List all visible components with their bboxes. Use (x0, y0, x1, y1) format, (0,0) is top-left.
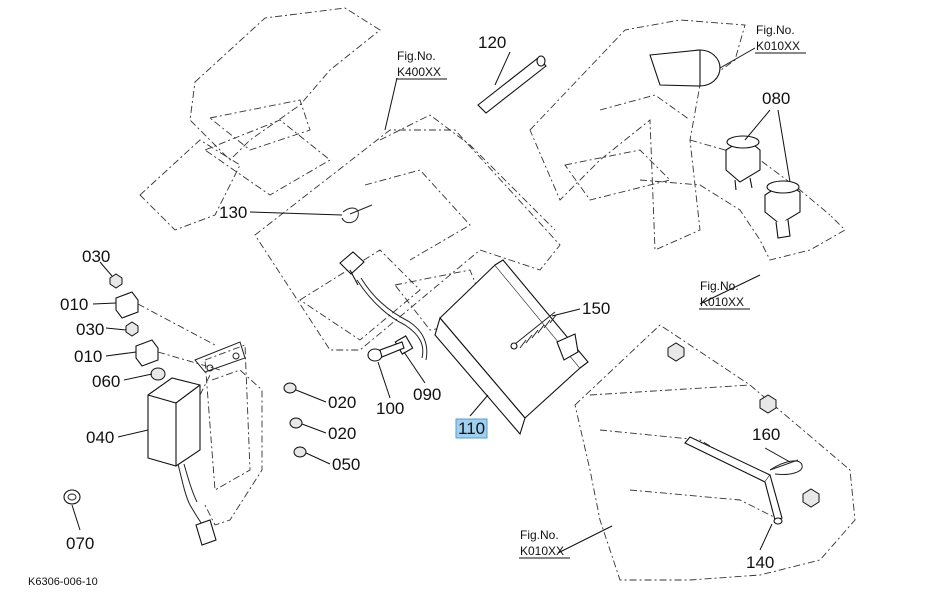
callout-030: 030 (76, 320, 104, 339)
callout-020: 020 (328, 393, 356, 412)
knob-part (649, 49, 721, 87)
figref-label: Fig.No. (756, 23, 795, 37)
callout-100: 100 (376, 399, 404, 418)
bolt-part-100 (367, 341, 405, 362)
callout-150: 150 (582, 299, 610, 318)
figure-references: Fig.No. K400XX Fig.No. K010XX Fig.No. K0… (396, 23, 806, 559)
control-unit-part-040 (147, 377, 217, 546)
rpin-part-160 (769, 459, 803, 475)
mounting-bracket (194, 341, 246, 373)
callout-060: 060 (92, 372, 120, 391)
figref-code: K400XX (397, 65, 441, 79)
callout-120: 120 (478, 33, 506, 52)
leader-lines (71, 47, 791, 554)
sensor-part-090 (339, 251, 428, 361)
figref-mid-right[interactable]: Fig.No. K010XX (699, 279, 750, 310)
callout-110[interactable]: 110 (458, 419, 485, 438)
callouts: 120 130 030 010 030 010 060 040 070 020 … (60, 33, 790, 572)
relay-part-080 (725, 135, 801, 239)
callout-090: 090 (413, 385, 441, 404)
callout-110-highlight[interactable] (455, 418, 488, 439)
clip-part-130 (341, 204, 373, 224)
callout-030: 030 (82, 247, 110, 266)
bolt-parts-020-050 (283, 382, 307, 458)
figref-top-right[interactable]: Fig.No. K010XX (755, 23, 806, 54)
figref-code: K010XX (756, 39, 800, 53)
figref-label: Fig.No. (520, 528, 559, 542)
nut-part-030 (109, 273, 139, 337)
relay-part-010 (115, 291, 159, 367)
callout-010: 010 (60, 295, 88, 314)
figref-top-center[interactable]: Fig.No. K400XX (396, 49, 447, 80)
spring-part-150 (510, 311, 557, 350)
nut-part-060 (150, 367, 166, 381)
callout-130: 130 (219, 203, 247, 222)
nuts-bottom-right (667, 342, 820, 508)
callout-050: 050 (332, 455, 360, 474)
lpin-part-140 (684, 436, 783, 525)
clamp-part-070 (63, 489, 81, 505)
callout-010: 010 (74, 347, 102, 366)
rod-part-120 (477, 55, 547, 114)
drawing-number: K6306-006-10 (28, 576, 98, 588)
callout-080: 080 (762, 89, 790, 108)
figref-code: K010XX (520, 544, 564, 558)
callout-070: 070 (66, 534, 94, 553)
figref-bottom-center[interactable]: Fig.No. K010XX (519, 528, 570, 559)
callout-020: 020 (328, 424, 356, 443)
bracket-part-110 (434, 259, 589, 436)
figref-code: K010XX (700, 295, 744, 309)
parts (63, 49, 820, 546)
callout-040: 040 (86, 428, 114, 447)
callout-160: 160 (752, 425, 780, 444)
figref-label: Fig.No. (700, 279, 739, 293)
figref-label: Fig.No. (397, 49, 436, 63)
callout-140: 140 (746, 553, 774, 572)
